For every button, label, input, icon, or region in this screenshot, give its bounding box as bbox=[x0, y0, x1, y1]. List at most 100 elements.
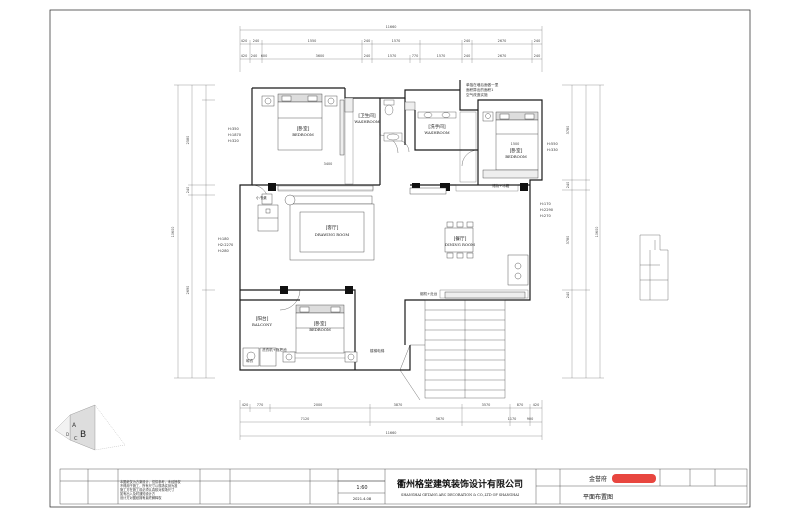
title-block bbox=[59, 468, 748, 505]
company-name: 衢州格堂建筑装饰设计有限公司 bbox=[397, 478, 523, 490]
right-total-dim: 10600 bbox=[595, 227, 599, 238]
room-label-bedroom-1-en: BEDROOM bbox=[292, 132, 314, 137]
svg-text:240: 240 bbox=[464, 39, 470, 43]
svg-text:本图纸仅为方案设计，仅供参考，未经授权: 本图纸仅为方案设计，仅供参考，未经授权 bbox=[120, 479, 181, 484]
svg-text:770: 770 bbox=[412, 54, 418, 58]
svg-text:3780: 3780 bbox=[566, 236, 570, 245]
svg-text:2000: 2000 bbox=[314, 403, 323, 407]
svg-text:B: B bbox=[80, 430, 86, 440]
wall-columns bbox=[268, 183, 528, 294]
svg-text:7120: 7120 bbox=[301, 417, 310, 421]
svg-text:1500: 1500 bbox=[511, 142, 520, 146]
svg-text:H:170: H:170 bbox=[540, 202, 551, 206]
room-label-washroom-1-en: WASHROOM bbox=[354, 119, 379, 124]
svg-text:1570: 1570 bbox=[392, 39, 401, 43]
svg-text:3570: 3570 bbox=[482, 403, 491, 407]
svg-text:H:320: H:320 bbox=[228, 139, 239, 143]
washroom-1-fixtures bbox=[344, 97, 403, 142]
svg-text:240: 240 bbox=[534, 39, 540, 43]
svg-text:240: 240 bbox=[186, 187, 190, 193]
svg-text:2690: 2690 bbox=[186, 286, 190, 295]
svg-text:楼梯电梯: 楼梯电梯 bbox=[370, 348, 385, 353]
bottom-row2-dims: 7120 3670 1170 900 bbox=[301, 417, 534, 421]
svg-text:面积算出的面积1: 面积算出的面积1 bbox=[466, 87, 493, 92]
svg-text:H:180: H:180 bbox=[218, 237, 229, 241]
svg-text:不得用于施工，所有尺寸以现场实测为准: 不得用于施工，所有尺寸以现场实测为准 bbox=[120, 483, 178, 488]
svg-text:洗衣机+拖把池: 洗衣机+拖把池 bbox=[262, 347, 287, 352]
room-label-drawing-room-en: DRAWING ROOM bbox=[315, 232, 350, 237]
svg-text:240: 240 bbox=[464, 54, 470, 58]
svg-text:如有出入及时通知设计方: 如有出入及时通知设计方 bbox=[120, 491, 155, 496]
living-room-furniture bbox=[257, 193, 375, 261]
room-label-washroom-2: [洗手间] bbox=[428, 123, 446, 130]
sheet-border bbox=[49, 9, 751, 508]
room-label-drawing-room: [客厅] bbox=[326, 224, 339, 231]
svg-text:2580: 2580 bbox=[186, 136, 190, 145]
top-dimensions bbox=[239, 26, 543, 72]
plan-notes: 单独在墙后面做一里 面积算出的面积1 空气改造实施 小书桌 烟机+灶台 楼梯电梯… bbox=[246, 82, 510, 363]
room-label-bedroom-3: [卧室] bbox=[314, 320, 327, 327]
bed-3 bbox=[282, 304, 358, 363]
svg-text:D: D bbox=[66, 432, 69, 437]
svg-text:240: 240 bbox=[251, 54, 257, 58]
svg-text:储物+冰箱: 储物+冰箱 bbox=[492, 183, 510, 188]
svg-text:H:270: H:270 bbox=[540, 214, 551, 218]
bottom-dimensions bbox=[239, 400, 543, 440]
room-label-balcony-en: BALCONY bbox=[252, 322, 272, 327]
svg-text:H:1870: H:1870 bbox=[228, 133, 242, 137]
svg-text:2670: 2670 bbox=[498, 39, 507, 43]
svg-text:1550: 1550 bbox=[308, 39, 317, 43]
svg-text:H:330: H:330 bbox=[547, 148, 558, 152]
svg-text:420: 420 bbox=[242, 403, 248, 407]
svg-text:240: 240 bbox=[364, 54, 370, 58]
drawing-title: 平面布置图 bbox=[583, 493, 613, 501]
svg-text:3400: 3400 bbox=[324, 162, 333, 166]
svg-text:1570: 1570 bbox=[388, 54, 397, 58]
svg-text:A: A bbox=[72, 422, 77, 429]
room-label-washroom-1: [卫生间] bbox=[358, 112, 376, 119]
left-dimensions bbox=[174, 84, 215, 379]
top-row1-dims: 420 240 1550 240 1570 240 2670 240 bbox=[241, 39, 540, 43]
right-dimensions bbox=[562, 84, 604, 379]
svg-text:600: 600 bbox=[261, 54, 267, 58]
svg-text:H:2290: H:2290 bbox=[540, 208, 554, 212]
bed-2 bbox=[482, 111, 539, 179]
height-notes: H:350 H:1870 H:320 H:550 H:330 H:180 H2:… bbox=[218, 127, 558, 253]
washroom-2-fixtures bbox=[404, 101, 457, 119]
room-label-bedroom-2-en: BEDROOM bbox=[505, 154, 527, 159]
room-label-dining-room: [餐厅] bbox=[454, 235, 467, 242]
redaction-mark bbox=[612, 474, 656, 483]
svg-text:施工方在施工前必须认真核对现场尺寸: 施工方在施工前必须认真核对现场尺寸 bbox=[120, 487, 175, 492]
room-label-balcony: [阳台] bbox=[256, 315, 269, 322]
room-label-bedroom-2: [卧室] bbox=[510, 147, 523, 154]
svg-text:420: 420 bbox=[241, 54, 247, 58]
room-label-bedroom-3-en: BEDROOM bbox=[309, 327, 331, 332]
project-name: 金誉府 bbox=[589, 475, 607, 483]
top-total-dim: 11660 bbox=[386, 25, 397, 29]
bottom-total-dim: 11660 bbox=[386, 431, 397, 435]
svg-text:H:550: H:550 bbox=[547, 142, 558, 146]
balcony-fixtures bbox=[242, 347, 277, 367]
stairs bbox=[399, 299, 506, 401]
svg-text:900: 900 bbox=[527, 417, 533, 421]
svg-text:240: 240 bbox=[566, 182, 570, 188]
key-plan bbox=[639, 234, 669, 301]
room-label-bedroom-1: [卧室] bbox=[297, 125, 310, 132]
date-value: 2021.4.08 bbox=[353, 497, 372, 501]
dining-furniture bbox=[409, 187, 529, 299]
svg-text:1570: 1570 bbox=[437, 54, 446, 58]
svg-text:单独在墙后面做一里: 单独在墙后面做一里 bbox=[466, 82, 499, 87]
abcd-logo: A B C D bbox=[54, 404, 126, 451]
svg-text:420: 420 bbox=[533, 403, 539, 407]
svg-text:2670: 2670 bbox=[498, 54, 507, 58]
svg-text:烟机+灶台: 烟机+灶台 bbox=[420, 291, 438, 296]
svg-text:3670: 3670 bbox=[436, 417, 445, 421]
svg-text:3600: 3600 bbox=[316, 54, 325, 58]
svg-text:420: 420 bbox=[241, 39, 247, 43]
svg-text:H:350: H:350 bbox=[228, 127, 239, 131]
svg-text:1170: 1170 bbox=[508, 417, 517, 421]
room-label-dining-room-en: DINING ROOM bbox=[445, 242, 475, 247]
svg-text:770: 770 bbox=[257, 403, 263, 407]
svg-text:设计方对图纸拥有最终解释权: 设计方对图纸拥有最终解释权 bbox=[120, 495, 162, 500]
svg-text:870: 870 bbox=[517, 403, 523, 407]
